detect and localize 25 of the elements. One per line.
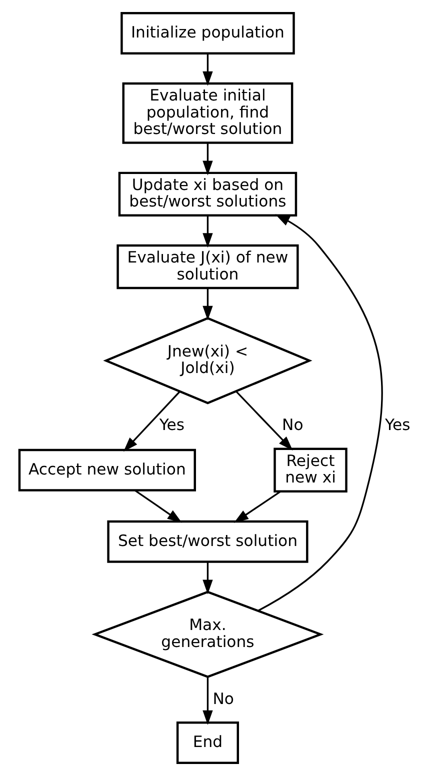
node-diamond: Max. generations <box>92 590 324 678</box>
arrow <box>234 490 281 523</box>
node-box: Reject new xi <box>274 448 348 492</box>
arrow <box>202 143 213 176</box>
arrow <box>202 562 213 594</box>
node-diamond: Jnew(xi) < Jold(xi) <box>103 316 312 404</box>
node-box: End <box>176 722 239 764</box>
edge-label: No <box>212 688 234 708</box>
node-box: Update xi based on best/worst solutions <box>118 172 298 216</box>
edge-label: Yes <box>385 415 410 434</box>
node-box: Evaluate initial population, find best/worst solution <box>122 82 294 144</box>
edge-label: No <box>282 415 304 434</box>
arrow <box>202 54 213 86</box>
node-box: Set best/worst solution <box>107 520 308 563</box>
node-box: Evaluate J(xi) of new solution <box>116 244 299 290</box>
arrow <box>235 390 293 450</box>
arrow <box>202 676 213 725</box>
node-box: Accept new solution <box>18 448 196 492</box>
arrow <box>202 288 213 320</box>
arrow <box>134 490 182 523</box>
edge-label: Yes <box>159 415 185 434</box>
arrow <box>123 391 180 452</box>
arrow <box>202 216 213 248</box>
node-box: Initialize population <box>120 12 295 54</box>
arrow <box>258 214 383 612</box>
